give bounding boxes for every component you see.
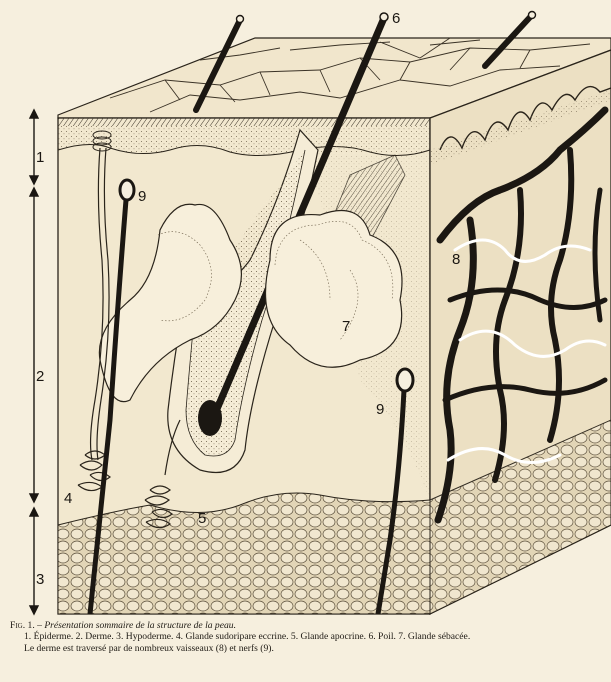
label-nerve-left: 9 — [138, 188, 146, 205]
caption-title: Présentation sommaire de la structure de… — [44, 620, 236, 631]
figure-caption: Fig. 1. – Présentation sommaire de la st… — [10, 620, 606, 654]
label-nerve-right: 9 — [376, 401, 384, 418]
label-hypodermis: 3 — [36, 571, 44, 588]
layer-brackets — [30, 110, 38, 614]
caption-legend: 1. Épiderme. 2. Derme. 3. Hypoderme. 4. … — [10, 631, 606, 642]
label-hair: 6 — [392, 10, 400, 27]
hair-bulb — [198, 400, 222, 436]
caption-note: Le derme est traversé par de nombreux va… — [10, 643, 606, 654]
label-apocrine-gland: 5 — [198, 510, 206, 527]
label-vessels: 8 — [452, 251, 460, 268]
label-dermis: 2 — [36, 368, 44, 385]
epidermis-layer — [58, 118, 430, 126]
caption-separator: – — [35, 620, 45, 631]
caption-fig-label: Fig. 1. — [10, 620, 35, 631]
label-eccrine-gland: 4 — [64, 490, 72, 507]
label-epidermis: 1 — [36, 149, 44, 166]
label-sebaceous-gland: 7 — [342, 318, 350, 335]
